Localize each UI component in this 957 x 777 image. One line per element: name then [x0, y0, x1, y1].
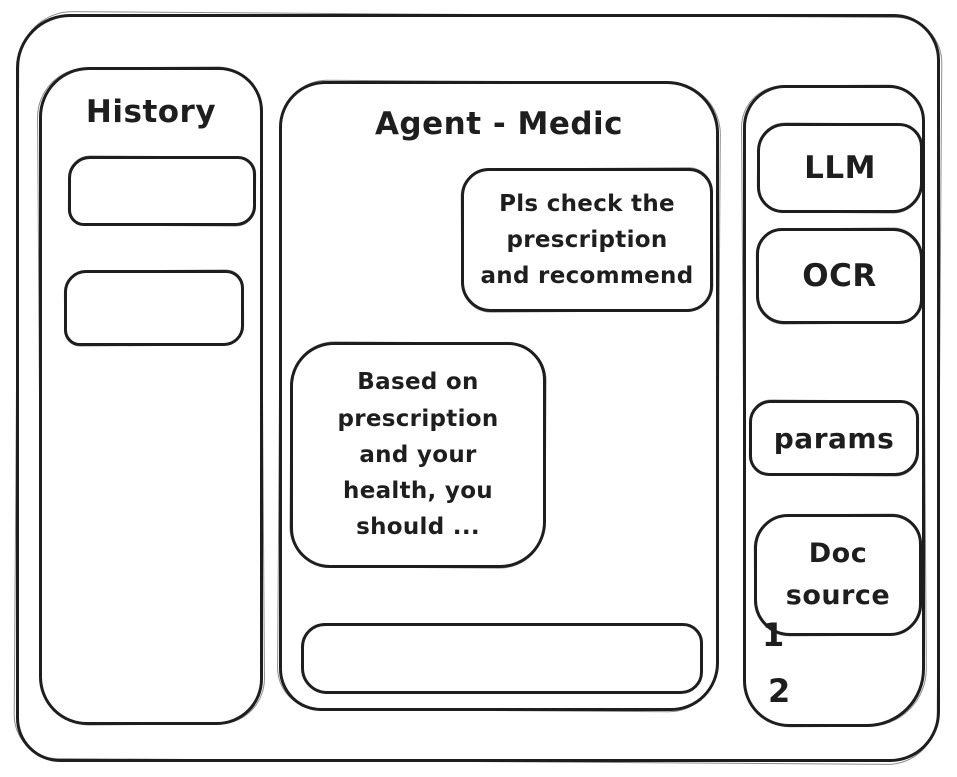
history-item[interactable]: [64, 270, 244, 346]
chat-panel: Agent - Medic Pls check the prescription…: [279, 81, 719, 711]
chat-title: Agent - Medic: [374, 106, 624, 142]
params-button[interactable]: params: [749, 400, 919, 476]
doc-source-item-2[interactable]: 2: [768, 672, 791, 710]
doc-source-item-1[interactable]: 1: [762, 616, 785, 654]
doc-source-button[interactable]: Doc source: [754, 514, 922, 636]
agent-message-bubble: Based on prescription and your health, y…: [290, 342, 546, 568]
tools-sidebar: LLM OCR params Doc source 1 2: [743, 85, 925, 727]
history-title: History: [85, 94, 217, 130]
llm-button[interactable]: LLM: [757, 123, 923, 213]
user-message-bubble: Pls check the prescription and recommend: [461, 168, 713, 312]
ocr-button[interactable]: OCR: [756, 228, 923, 324]
history-item[interactable]: [68, 156, 256, 226]
app-window: History Agent - Medic Pls check the pres…: [16, 14, 940, 762]
message-input[interactable]: [301, 623, 703, 694]
history-sidebar: History: [39, 67, 263, 725]
